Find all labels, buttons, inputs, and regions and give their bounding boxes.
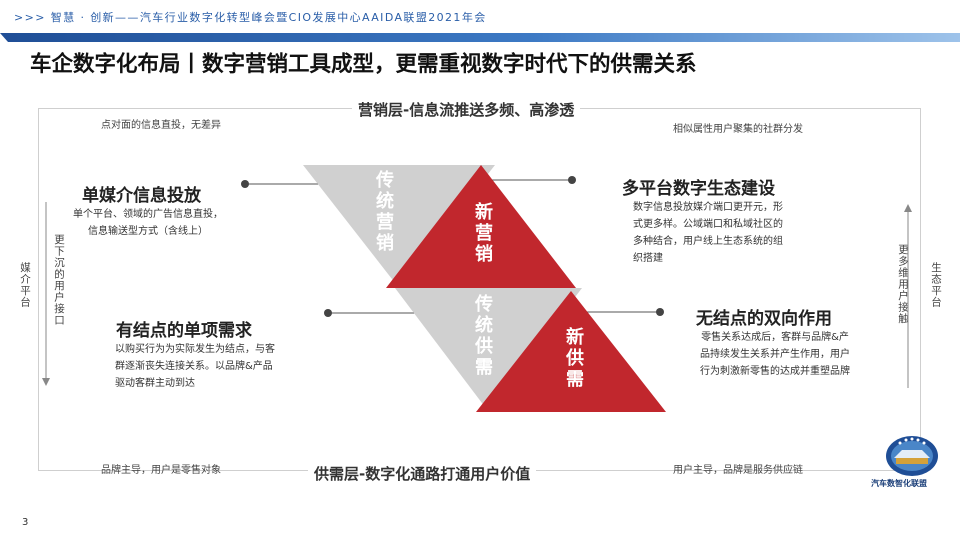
side-label-eco-platform: 生态平台	[930, 262, 942, 308]
node-demand-heading: 有结点的单项需求	[116, 321, 252, 341]
multi-platform-desc: 数字信息投放媒介端口更开元，形式更多样。公域端口和私域社区的多种结合，用户线上生…	[633, 202, 783, 264]
single-media-desc: 单个平台、领域的广告信息直投，信息输送型方式（含线上）	[73, 209, 223, 237]
corner-note-top-left: 点对面的信息直投，无差异	[101, 120, 221, 131]
new-marketing-triangle	[386, 165, 576, 288]
no-node-desc: 零售关系达成后，客群与品牌&产品持续发生关系并产生作用，用户行为刺激新零售的达成…	[700, 332, 850, 377]
multi-platform-heading: 多平台数字生态建设	[622, 179, 775, 199]
corner-note-top-right: 相似属性用户聚集的社群分发	[673, 124, 803, 135]
traditional-marketing-label: 传统营销	[373, 170, 394, 254]
single-media-heading: 单媒介信息投放	[82, 186, 201, 206]
side-label-sinking-interface: 更下沉的用户接口	[53, 234, 65, 326]
traditional-marketing-triangle	[303, 165, 495, 288]
corner-note-bottom-right: 用户主导，品牌是服务供应链	[673, 465, 803, 476]
traditional-supply-label: 传统供需	[472, 294, 493, 378]
aaida-logo	[886, 436, 938, 476]
node-demand-desc: 以购买行为为实际发生为结点，与客群逐渐丧失连接关系。以品牌&产品驱动客群主动到达	[115, 344, 275, 389]
logo-caption: 汽车数智化联盟	[871, 479, 927, 488]
event-header: >>> 智慧 · 创新——汽车行业数字化转型峰会暨CIO发展中心AAIDA联盟2…	[14, 11, 487, 24]
corner-note-bottom-left: 品牌主导，用户是零售对象	[101, 465, 221, 476]
side-label-media-platform: 媒介平台	[19, 262, 31, 308]
no-node-heading: 无结点的双向作用	[696, 309, 832, 329]
header-banner	[0, 33, 960, 42]
side-label-multi-contact: 更多维用户接触	[897, 244, 909, 325]
up-arrow	[904, 204, 912, 388]
traditional-supply-triangle	[395, 288, 582, 411]
new-marketing-label: 新营销	[472, 202, 493, 265]
page-number: 3	[22, 517, 29, 528]
supply-layer-label: 供需层-数字化通路打通用户价值	[308, 463, 537, 484]
new-supply-triangle	[476, 291, 666, 412]
page-title: 车企数字化布局丨数字营销工具成型，更需重视数字时代下的供需关系	[30, 52, 697, 77]
down-arrow	[42, 202, 50, 386]
marketing-layer-label: 营销层-信息流推送多频、高渗透	[352, 99, 581, 120]
new-supply-label: 新供需	[563, 327, 584, 390]
